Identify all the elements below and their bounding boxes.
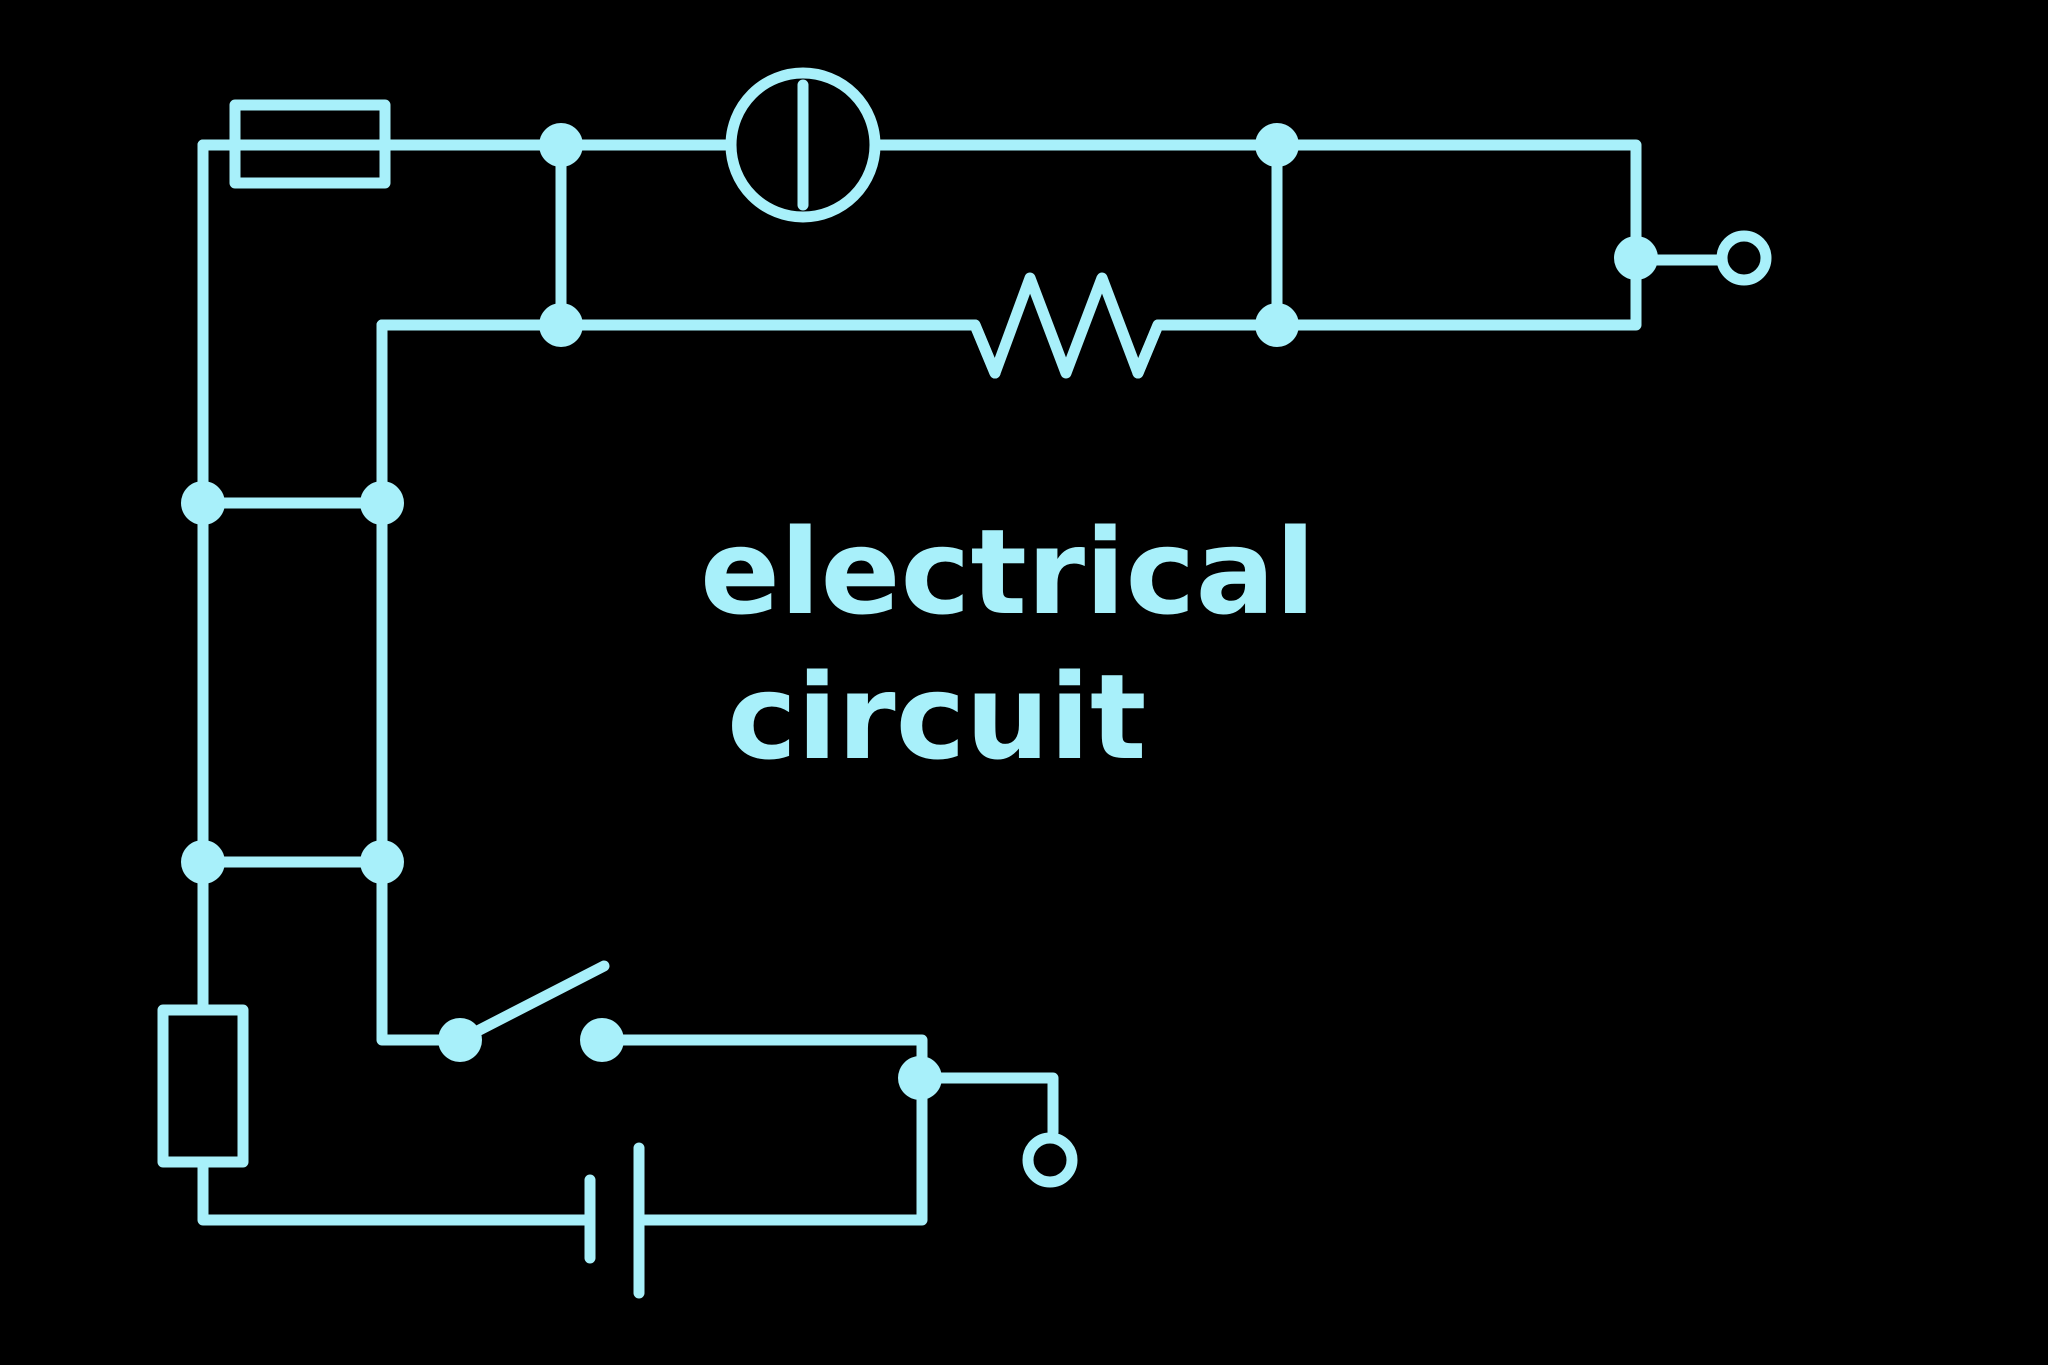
fuse-symbol <box>229 99 391 189</box>
junction-nodes <box>181 123 1658 1100</box>
box-resistor-symbol <box>157 1004 249 1168</box>
junction-node <box>181 840 225 884</box>
junction-node <box>539 303 583 347</box>
resistor-zigzag <box>969 272 1164 379</box>
switch-symbol <box>454 960 610 1046</box>
junction-node <box>181 481 225 525</box>
wire-branch <box>376 319 1001 379</box>
junction-node <box>1255 123 1299 167</box>
diagram-label-line2: circuit <box>727 648 1146 786</box>
wire-top-right <box>870 139 1642 261</box>
terminal-top-right <box>1716 230 1772 286</box>
box-resistor-body <box>157 1004 249 1168</box>
diagram-label-line1: electrical <box>700 503 1316 641</box>
junction-node <box>580 1018 624 1062</box>
junction-node <box>360 840 404 884</box>
junction-node <box>1255 303 1299 347</box>
terminal-bottom <box>1022 1132 1078 1188</box>
junction-node <box>1614 236 1658 280</box>
switch-lever <box>454 960 610 1046</box>
fuse-body <box>229 99 391 189</box>
junction-node <box>898 1056 942 1100</box>
lamp-symbol <box>725 67 881 223</box>
junction-node <box>539 123 583 167</box>
junction-node <box>360 481 404 525</box>
battery-symbol <box>584 1142 645 1299</box>
wire-inner-vertical <box>376 319 466 1046</box>
wire-switch-right <box>596 1034 928 1226</box>
wire-terminal-bottom <box>916 1072 1059 1138</box>
lamp-circle <box>725 67 881 223</box>
wire-branch-right <box>1132 254 1642 379</box>
junction-node <box>438 1018 482 1062</box>
resistor-symbol <box>969 272 1164 379</box>
terminals <box>1022 230 1772 1188</box>
wire-left-bottom <box>197 1156 591 1226</box>
